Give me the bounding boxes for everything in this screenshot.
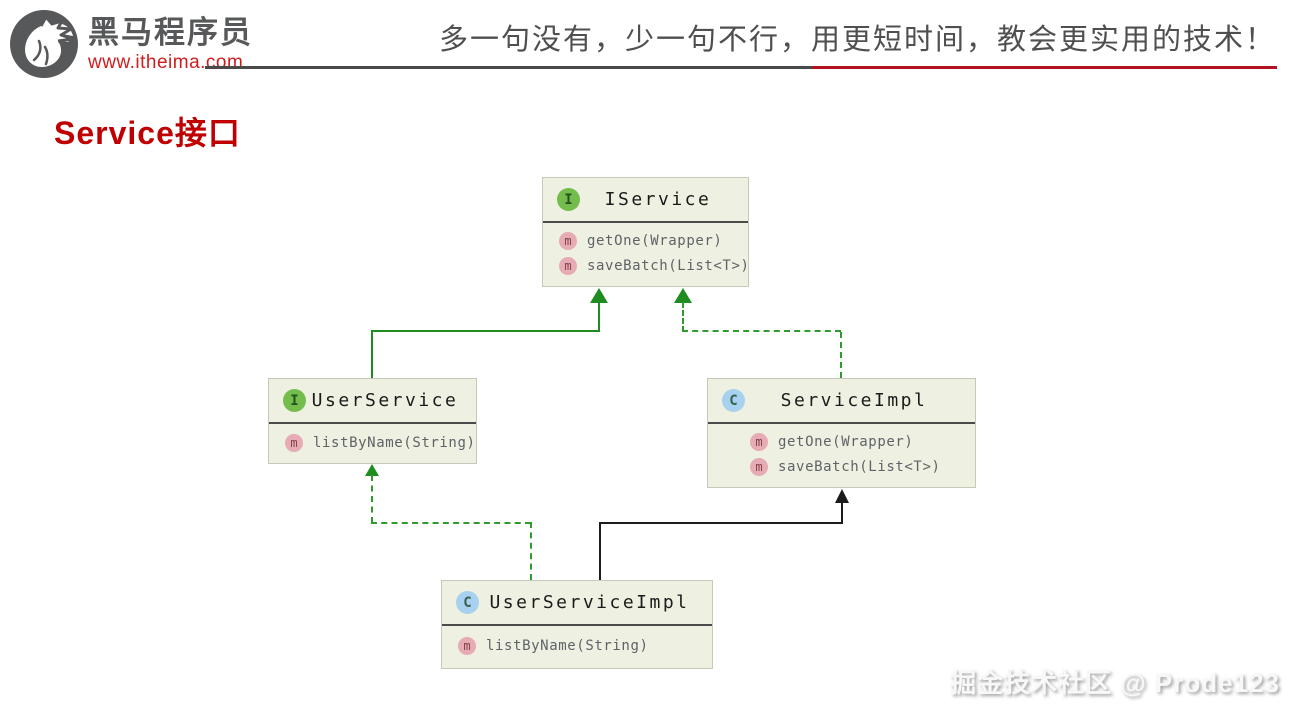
horse-logo-icon xyxy=(10,10,78,78)
edge-userserviceimpl-implements-userservice xyxy=(371,475,373,523)
watermark: 掘金技术社区 @ Prode123 xyxy=(950,668,1280,698)
uml-node-header: C ServiceImpl xyxy=(708,379,975,424)
method-row: m listByName(String) xyxy=(458,637,704,655)
logo: 黑马程序员 www.itheima.com xyxy=(8,8,253,80)
class-name: UserService xyxy=(311,390,459,411)
class-name: IService xyxy=(604,189,712,210)
header-rule-dark-segment xyxy=(205,66,812,69)
method-icon: m xyxy=(750,457,768,476)
edge-userserviceimpl-extends-serviceimpl xyxy=(599,522,843,524)
uml-node-userserviceimpl[interactable]: C UserServiceImpl m listByName(String) xyxy=(441,580,713,669)
edge-userservice-extends-iservice xyxy=(598,302,600,332)
method-row: m saveBatch(List<T>) xyxy=(750,457,967,476)
edge-userserviceimpl-extends-serviceimpl xyxy=(841,503,843,522)
implements-arrowhead-userservice xyxy=(365,464,379,476)
edge-userserviceimpl-implements-userservice xyxy=(530,522,532,580)
edge-serviceimpl-implements-iservice xyxy=(682,330,841,332)
class-icon: C xyxy=(722,389,745,412)
header-rule-red-segment xyxy=(812,66,1277,69)
method-icon: m xyxy=(750,433,768,452)
method-row: m getOne(Wrapper) xyxy=(559,232,740,251)
class-icon: C xyxy=(456,591,479,614)
page-title: Service接口 xyxy=(54,115,241,151)
method-icon: m xyxy=(559,232,577,251)
extends-arrowhead-iservice-left xyxy=(590,288,608,303)
implements-arrowhead-iservice-right xyxy=(674,288,692,303)
header-rule xyxy=(205,66,1277,69)
edge-serviceimpl-implements-iservice xyxy=(682,302,684,332)
method-signature: saveBatch(List<T>) xyxy=(587,257,750,274)
uml-node-methods: m getOne(Wrapper) m saveBatch(List<T>) xyxy=(543,223,749,286)
uml-node-header: C UserServiceImpl xyxy=(442,581,712,626)
brand-name: 黑马程序员 xyxy=(88,14,253,50)
brand-site-url: www.itheima.com xyxy=(88,51,244,73)
edge-userservice-extends-iservice xyxy=(371,330,600,332)
header-slogan: 多一句没有，少一句不行，用更短时间，教会更实用的技术！ xyxy=(438,24,1276,56)
interface-icon: I xyxy=(557,188,580,211)
uml-node-serviceimpl[interactable]: C ServiceImpl m getOne(Wrapper) m saveBa… xyxy=(707,378,976,488)
method-icon: m xyxy=(559,256,577,275)
method-row: m saveBatch(List<T>) xyxy=(559,256,749,275)
edge-userserviceimpl-implements-userservice xyxy=(371,522,531,524)
method-row: m getOne(Wrapper) xyxy=(750,433,967,452)
uml-node-header: I IService xyxy=(543,178,748,223)
edge-serviceimpl-implements-iservice xyxy=(840,332,842,378)
method-signature: listByName(String) xyxy=(486,638,649,654)
class-name: ServiceImpl xyxy=(780,390,928,411)
edge-userservice-extends-iservice xyxy=(371,332,373,378)
uml-node-userservice[interactable]: I UserService m listByName(String) xyxy=(268,378,477,464)
uml-node-methods: m listByName(String) xyxy=(442,626,712,668)
method-signature: getOne(Wrapper) xyxy=(587,233,723,250)
class-name: UserServiceImpl xyxy=(489,592,690,613)
method-signature: getOne(Wrapper) xyxy=(778,434,914,451)
uml-node-methods: m listByName(String) xyxy=(269,424,476,463)
interface-icon: I xyxy=(283,389,306,412)
extends-arrowhead-serviceimpl xyxy=(835,489,849,503)
method-row: m listByName(String) xyxy=(285,433,475,452)
uml-node-methods: m getOne(Wrapper) m saveBatch(List<T>) xyxy=(708,424,975,487)
edge-userserviceimpl-extends-serviceimpl xyxy=(599,522,601,580)
method-signature: saveBatch(List<T>) xyxy=(778,458,941,475)
uml-node-iservice[interactable]: I IService m getOne(Wrapper) m saveBatch… xyxy=(542,177,749,287)
method-icon: m xyxy=(285,433,303,452)
method-icon: m xyxy=(458,637,476,655)
uml-node-header: I UserService xyxy=(269,379,476,424)
method-signature: listByName(String) xyxy=(313,434,476,451)
